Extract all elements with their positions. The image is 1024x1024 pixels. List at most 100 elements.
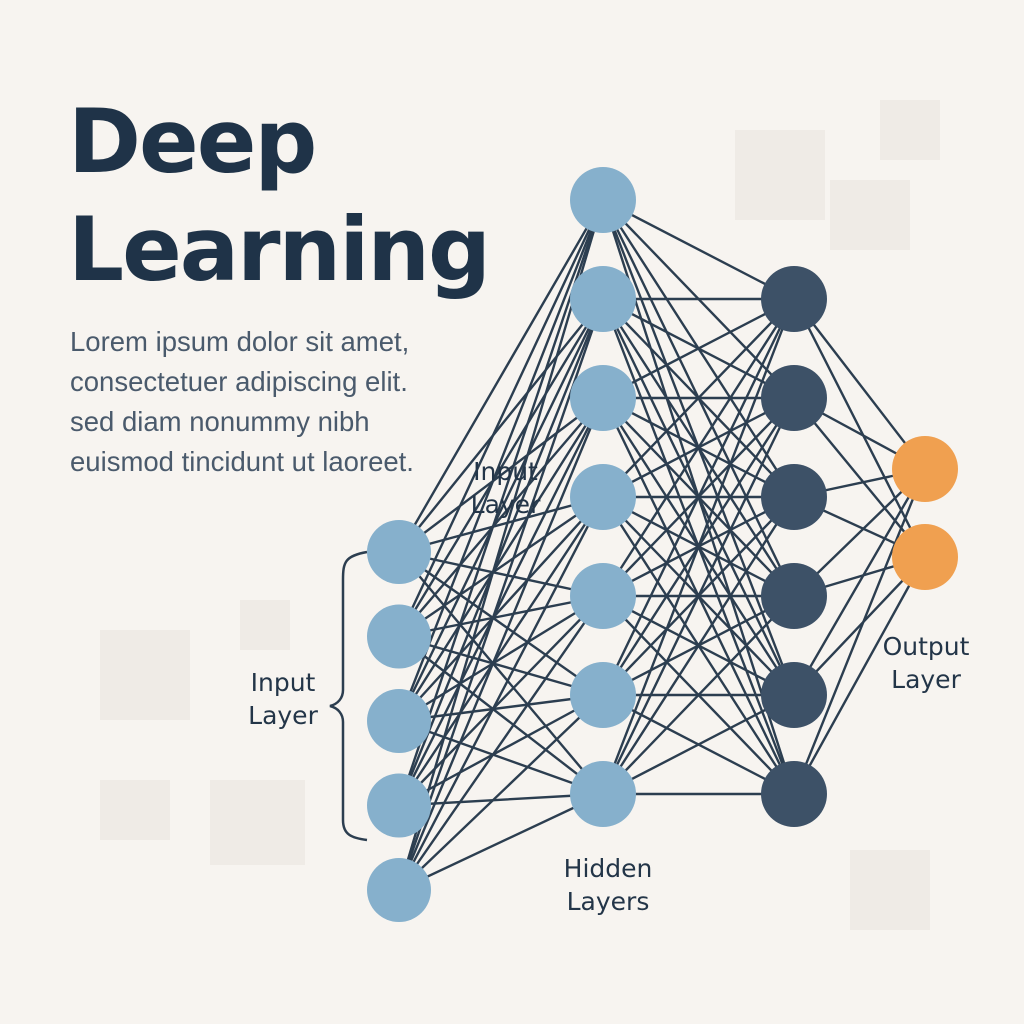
- label-line-1: Hidden: [563, 854, 653, 883]
- output-node: [892, 524, 958, 590]
- connection-line: [397, 297, 605, 892]
- connection-line: [397, 495, 605, 554]
- connection-line: [397, 396, 605, 723]
- connection-line: [397, 635, 605, 796]
- connection-line: [397, 396, 605, 554]
- hidden-node: [570, 563, 636, 629]
- connection-line: [601, 297, 796, 697]
- page-title: Deep Learning: [68, 88, 491, 304]
- connection-line: [397, 495, 605, 638]
- connection-line: [397, 635, 605, 697]
- connection-line: [397, 594, 605, 892]
- label-line-2: Layers: [566, 887, 650, 916]
- connection-line: [601, 297, 796, 796]
- connection-line: [397, 550, 605, 796]
- connection-line: [792, 467, 927, 697]
- input-layer-brace: [329, 550, 368, 842]
- connection-line: [397, 495, 605, 723]
- connection-line: [397, 792, 605, 807]
- input-node: [367, 689, 431, 753]
- input-node: [367, 520, 431, 584]
- connection-line: [397, 792, 605, 892]
- description-text: Lorem ipsum dolor sit amet, consectetuer…: [70, 322, 490, 482]
- hidden-node: [761, 464, 827, 530]
- connection-line: [397, 396, 605, 807]
- bg-square: [210, 780, 305, 865]
- description-line-2: consectetuer adipiscing elit.: [70, 366, 408, 397]
- label-line-1: Output: [882, 632, 970, 661]
- connection-line: [397, 198, 605, 892]
- hidden-node: [761, 266, 827, 332]
- connection-line: [397, 297, 605, 723]
- connection-line: [397, 550, 605, 598]
- label-line-2: Layer: [891, 665, 961, 694]
- connection-line: [397, 198, 605, 723]
- connection-line: [397, 594, 605, 807]
- hidden-node: [570, 464, 636, 530]
- connection-line: [397, 693, 605, 807]
- bg-square: [880, 100, 940, 160]
- connection-line: [792, 467, 927, 796]
- connection-line: [601, 495, 796, 796]
- connection-line: [397, 198, 605, 807]
- connection-line: [397, 198, 605, 638]
- description-line-1: Lorem ipsum dolor sit amet,: [70, 326, 410, 357]
- connection-line: [397, 594, 605, 723]
- connection-line: [601, 198, 796, 301]
- connection-line: [397, 550, 605, 697]
- connection-line: [601, 297, 796, 598]
- input-node: [367, 604, 431, 669]
- bg-square: [100, 780, 170, 840]
- hidden-node: [570, 761, 636, 827]
- connection-line: [397, 693, 605, 892]
- connection-line: [397, 495, 605, 892]
- hidden-node: [570, 266, 636, 332]
- connection-line: [792, 297, 927, 471]
- connection-line: [397, 297, 605, 554]
- label-line-1: Input: [473, 457, 538, 486]
- label-line-2: Layer: [470, 490, 541, 519]
- bg-square: [240, 600, 290, 650]
- title-line-2: Learning: [68, 198, 491, 301]
- label-line-1: Input: [250, 668, 316, 697]
- connection-line: [397, 594, 605, 638]
- connection-line: [601, 594, 796, 796]
- title-line-1: Deep: [68, 90, 317, 193]
- connection-line: [601, 396, 796, 796]
- hidden-node: [761, 365, 827, 431]
- connection-line: [792, 297, 927, 559]
- connection-line: [792, 555, 927, 796]
- connection-line: [397, 297, 605, 638]
- hidden-node: [570, 662, 636, 728]
- connection-line: [397, 297, 605, 807]
- hidden-node: [761, 662, 827, 728]
- connection-line: [397, 396, 605, 638]
- connection-line: [397, 198, 605, 554]
- nodes: [367, 167, 958, 922]
- input-node: [367, 858, 431, 922]
- connection-line: [397, 719, 605, 796]
- connections: [397, 198, 927, 892]
- bg-square: [735, 130, 825, 220]
- label-line-2: Layer: [248, 701, 318, 730]
- hidden-node: [761, 563, 827, 629]
- bg-square: [830, 180, 910, 250]
- description-line-4: euismod tincidunt ut laoreet.: [70, 446, 414, 477]
- connection-line: [601, 693, 796, 796]
- input-layer-label-top: Input Layer: [458, 455, 553, 521]
- connection-line: [601, 297, 796, 400]
- hidden-node: [570, 167, 636, 233]
- output-layer-label: Output Layer: [866, 630, 986, 696]
- connection-line: [397, 693, 605, 723]
- output-node: [892, 436, 958, 502]
- connection-line: [792, 396, 927, 559]
- connection-line: [601, 297, 796, 499]
- connection-line: [397, 396, 605, 892]
- bg-square: [850, 850, 930, 930]
- description-line-3: sed diam nonummy nibh: [70, 406, 370, 437]
- hidden-layers-label: Hidden Layers: [548, 852, 668, 918]
- input-node: [367, 773, 431, 838]
- connection-line: [397, 495, 605, 807]
- hidden-node: [761, 761, 827, 827]
